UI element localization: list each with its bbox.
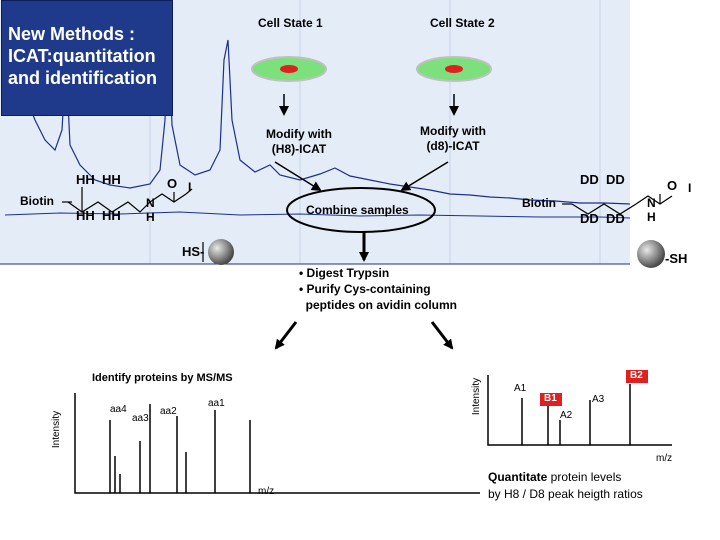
quantitate-caption-line1: Quantitate protein levels: [488, 470, 621, 484]
peak-badge-b2: [626, 370, 648, 383]
n-left-label: N: [146, 196, 155, 210]
o-right-label: O: [667, 178, 678, 193]
page-title: New Methods : ICAT:quantitation and iden…: [8, 24, 158, 88]
quantitate-peak-b1: B1: [544, 393, 557, 404]
quantitate-caption-rest: protein levels: [547, 470, 622, 484]
biotin-right-label: Biotin: [522, 196, 556, 210]
nh-right-label: H: [647, 210, 656, 224]
d-bottom-label: DD DD: [580, 211, 625, 226]
step-avidin: peptides on avidin column: [299, 298, 458, 312]
arrow-to-identify: [274, 321, 298, 350]
d-top-label: DD DD: [580, 172, 625, 187]
arrow-h8-to-combine: [274, 161, 322, 192]
identify-peak-aa4: aa4: [110, 404, 127, 415]
cell-2-nucleus: [445, 65, 463, 73]
identify-ylabel: Intensity: [51, 410, 63, 449]
quantitate-peak-b2: B2: [630, 370, 643, 381]
quantitate-peak-a3: A3: [592, 394, 605, 405]
sh-label: -SH: [665, 251, 688, 266]
identify-peak-aa1: aa1: [208, 398, 225, 409]
n-right-label: N: [647, 196, 656, 210]
identify-peak-aa2: aa2: [160, 406, 177, 417]
i-left-label: I: [188, 180, 192, 194]
cell-state-1: [251, 56, 327, 82]
h-top-label: HH HH: [76, 172, 121, 187]
modify-h8-label: Modify with (H8)-ICAT: [266, 127, 332, 156]
quantitate-caption-bold: Quantitate: [488, 470, 548, 484]
h-bottom-label: HH HH: [76, 208, 121, 223]
quantitate-spectrum: [487, 375, 672, 446]
identify-peak-aa3: aa3: [132, 413, 149, 424]
modify-d8-label: Modify with (d8)-ICAT: [420, 124, 486, 153]
title-panel: New Methods : ICAT:quantitation and iden…: [1, 0, 173, 116]
identify-spectrum: [74, 393, 480, 494]
step-purify: • Purify Cys-containing: [299, 282, 431, 296]
cell-state-2: [416, 56, 492, 82]
arrow-d8-to-combine: [400, 161, 449, 192]
hs-label: HS-: [182, 244, 205, 259]
identify-title: Identify proteins by MS/MS: [92, 372, 233, 384]
avidin-bead-right: [637, 240, 665, 268]
cell-state-1-label: Cell State 1: [258, 16, 323, 30]
nh-left-label: H: [146, 210, 155, 224]
reagent-right-bonds: [562, 194, 673, 215]
combine-oval: [286, 187, 436, 233]
i-right-label: I: [688, 181, 692, 195]
quantitate-peak-a2: A2: [560, 410, 573, 421]
arrow-to-quantitate: [430, 321, 454, 350]
biotin-left-label: Biotin: [20, 194, 54, 208]
identify-xlabel: m/z: [258, 486, 275, 497]
cell-state-2-label: Cell State 2: [430, 16, 495, 30]
quantitate-ylabel: Intensity: [471, 377, 483, 416]
step-digest: • Digest Trypsin: [299, 266, 390, 280]
avidin-bead-left: [208, 239, 234, 265]
reagent-left-bonds: [62, 187, 204, 262]
o-left-label: O: [167, 176, 178, 191]
spectrum-trace-lower: [4, 211, 631, 219]
peak-badge-b1: [540, 393, 562, 406]
combine-label: Combine samples: [306, 203, 409, 217]
quantitate-xlabel: m/z: [656, 453, 673, 464]
cell-1-nucleus: [280, 65, 298, 73]
quantitate-caption-line2: by H8 / D8 peak heigth ratios: [488, 487, 643, 501]
quantitate-peak-a1: A1: [514, 383, 527, 394]
